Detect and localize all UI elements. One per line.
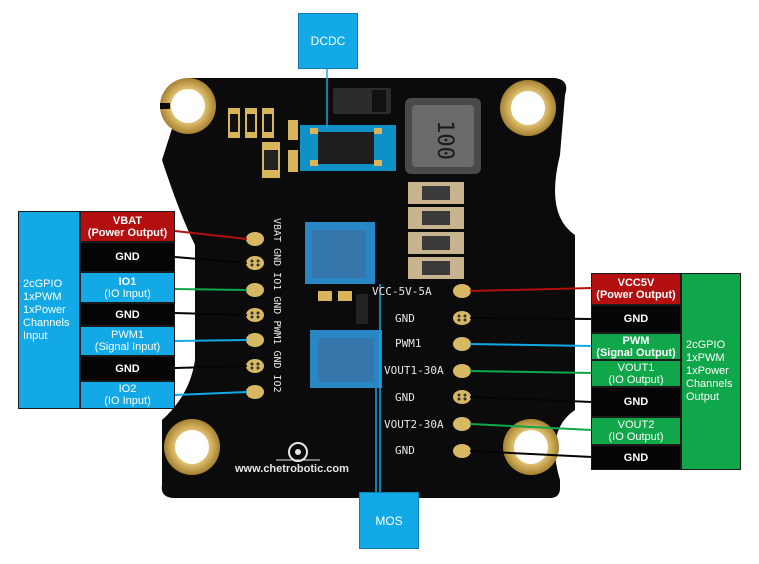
pin-name: VCC5V bbox=[617, 277, 655, 289]
right-pads bbox=[453, 284, 471, 458]
left-pin-io2: IO2(IO Input) bbox=[80, 381, 175, 409]
right-pin-pwm: PWM(Signal Output) bbox=[591, 333, 681, 360]
right-group-description: 2cGPIO 1xPWM 1xPower Channels Output bbox=[681, 273, 741, 470]
left-pin-pwm1: PWM1(Signal Input) bbox=[80, 326, 175, 356]
right-pin-gnd-1: GND bbox=[591, 305, 681, 333]
mounting-hole-bottom-left bbox=[164, 419, 220, 475]
mounting-hole-top-left bbox=[160, 78, 216, 134]
left-desc-line: Input bbox=[23, 329, 48, 342]
pin-role: (Power Output) bbox=[87, 226, 168, 239]
left-connection-lines bbox=[174, 230, 248, 396]
right-pin-vcc5v: VCC5V(Power Output) bbox=[591, 273, 681, 305]
pin-name: IO2 bbox=[118, 383, 137, 395]
mounting-hole-bottom-right bbox=[503, 419, 559, 475]
right-pin-gnd-3: GND bbox=[591, 445, 681, 470]
pin-role: (IO Input) bbox=[104, 395, 151, 407]
pin-name: IO1 bbox=[118, 275, 137, 288]
dcdc-callout: DCDC bbox=[298, 13, 358, 69]
logo-mark bbox=[276, 442, 320, 462]
mounting-hole-top-right bbox=[500, 80, 556, 136]
silk-right-0: VCC-5V-5A bbox=[372, 285, 432, 298]
left-pin-vbat: VBAT(Power Output) bbox=[80, 211, 175, 242]
silk-right-3: VOUT1-30A bbox=[384, 364, 444, 377]
left-pin-gnd-3: GND bbox=[80, 356, 175, 381]
pin-name: PWM1 bbox=[111, 329, 144, 341]
left-desc-line: 2cGPIO bbox=[23, 277, 63, 290]
right-pin-vout1: VOUT1(IO Output) bbox=[591, 360, 681, 387]
capacitor-bank bbox=[408, 182, 464, 279]
small-components-middle bbox=[318, 291, 368, 324]
pin-role: (Signal Input) bbox=[94, 341, 161, 353]
right-desc-line: 1xPWM bbox=[686, 352, 725, 364]
pin-role: (Power Output) bbox=[596, 289, 676, 301]
mos-callout: MOS bbox=[359, 492, 419, 549]
left-pin-gnd-1: GND bbox=[80, 242, 175, 272]
left-desc-line: Channels bbox=[23, 316, 70, 329]
inductor-marking: 100 bbox=[432, 120, 457, 160]
left-pin-io1: IO1(IO Input) bbox=[80, 272, 175, 303]
right-desc-line: 2cGPIO bbox=[686, 339, 726, 351]
pin-role: (IO Input) bbox=[104, 287, 151, 300]
mos-chip-2 bbox=[310, 330, 382, 388]
right-desc-line: Channels bbox=[686, 378, 733, 390]
pin-name: PWM bbox=[622, 334, 650, 347]
silk-right-4: GND bbox=[395, 391, 415, 404]
silk-right-5: VOUT2-30A bbox=[384, 418, 444, 431]
pin-role: (Signal Output) bbox=[596, 346, 676, 359]
right-pin-vout2: VOUT2(IO Output) bbox=[591, 417, 681, 445]
left-pin-gnd-2: GND bbox=[80, 303, 175, 326]
pin-role: (IO Output) bbox=[608, 373, 664, 386]
right-connection-lines bbox=[469, 287, 593, 458]
inductor bbox=[405, 98, 481, 174]
pin-name: VOUT2 bbox=[617, 419, 655, 431]
silk-right-1: GND bbox=[395, 312, 415, 325]
right-desc-line: Output bbox=[686, 391, 720, 403]
website-label: www.chetrobotic.com bbox=[235, 463, 349, 475]
right-pin-gnd-2: GND bbox=[591, 387, 681, 417]
left-pads bbox=[246, 232, 264, 399]
left-group-description: 2cGPIO 1xPWM 1xPower Channels Input bbox=[18, 211, 80, 409]
smd-resistors bbox=[228, 108, 298, 178]
silk-right-2: PWM1 bbox=[395, 337, 422, 350]
left-desc-line: 1xPower bbox=[23, 303, 66, 316]
right-desc-line: 1xPower bbox=[686, 365, 729, 377]
pin-name: VOUT1 bbox=[617, 361, 655, 374]
pin-name: VBAT bbox=[112, 214, 143, 227]
mos-chip-1 bbox=[305, 222, 375, 284]
pin-role: (IO Output) bbox=[608, 431, 664, 443]
left-desc-line: 1xPWM bbox=[23, 290, 62, 303]
dcdc-chip bbox=[300, 125, 396, 171]
pcb-board bbox=[161, 78, 575, 498]
silk-right-6: GND bbox=[395, 444, 415, 457]
silk-left-labels: VBAT GND IO1 GND PWM1 GND IO2 bbox=[271, 218, 282, 393]
